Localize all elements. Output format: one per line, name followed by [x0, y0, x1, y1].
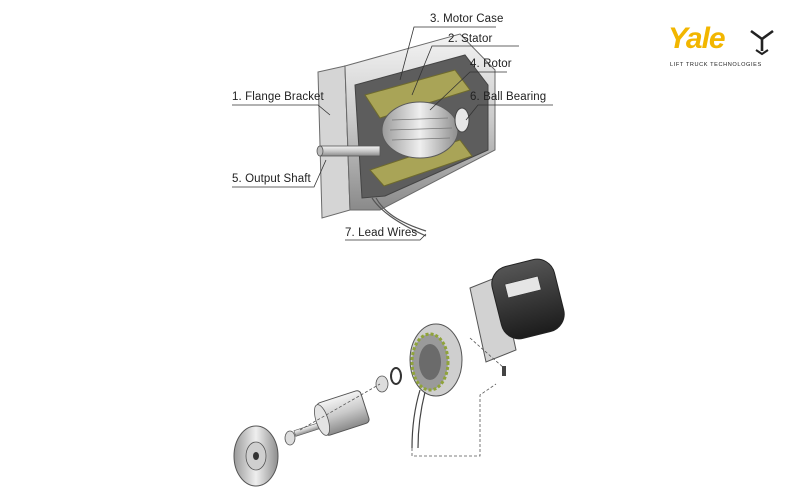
yale-logo: Yale LIFT TRUCK TECHNOLOGIES	[664, 22, 784, 72]
label-stator: 2. Stator	[448, 33, 493, 45]
assembly-guides	[299, 337, 505, 457]
cutaway-motor	[316, 33, 496, 237]
logo-wordmark: Yale	[668, 22, 726, 55]
callout-lines	[232, 26, 553, 241]
exploded-view	[233, 258, 565, 487]
label-output-shaft: 5. Output Shaft	[232, 173, 311, 185]
label-lead-wires: 7. Lead Wires	[345, 227, 418, 239]
label-rotor: 4. Rotor	[470, 58, 512, 70]
logo-tagline: LIFT TRUCK TECHNOLOGIES	[670, 62, 762, 68]
flange-bracket	[317, 65, 351, 219]
ball-bearing	[454, 107, 470, 133]
label-ball-bearing: 6. Ball Bearing	[470, 91, 547, 103]
output-shaft	[319, 145, 381, 157]
label-flange-bracket: 1. Flange Bracket	[232, 91, 324, 103]
logo-mark-icon	[750, 29, 774, 56]
lead-wires	[371, 197, 427, 237]
stator	[364, 69, 471, 119]
label-motor-case: 3. Motor Case	[430, 13, 504, 25]
